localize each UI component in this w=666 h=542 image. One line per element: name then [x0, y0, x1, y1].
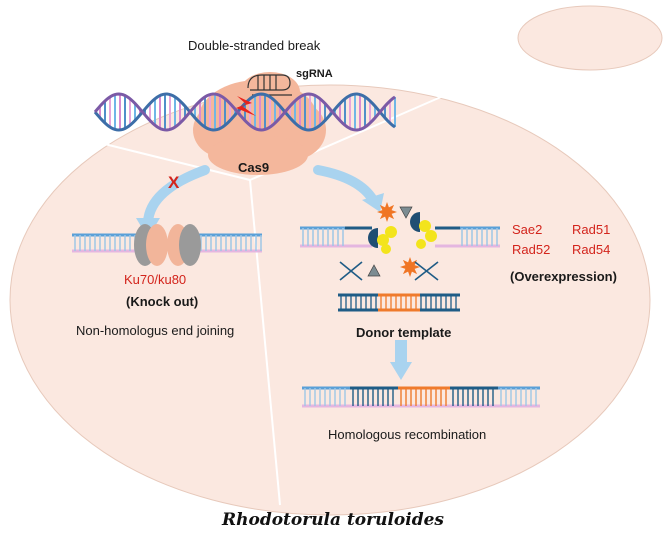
sgrna-structure — [247, 74, 292, 96]
arrow-donor-to-product-head — [390, 362, 412, 380]
sgrna-label: sgRNA — [296, 68, 333, 80]
factor-rad52: Rad52 — [512, 242, 551, 257]
donor-template-label: Donor template — [356, 325, 452, 340]
organism-caption: Rhodotorula toruloides — [222, 510, 444, 530]
helix-strand-a — [93, 92, 396, 132]
factor-rad54: Rad54 — [572, 242, 611, 257]
hr-proteins — [367, 206, 437, 277]
hr-product-dna — [302, 386, 540, 408]
arrow-to-hr-head — [362, 193, 384, 212]
yeast-cell — [9, 84, 651, 516]
overexpression-label: (Overexpression) — [510, 269, 617, 284]
helix-strand-b — [93, 92, 396, 132]
arrow-to-hr — [313, 165, 378, 205]
ku-complex — [134, 224, 201, 266]
factor-sae2: Sae2 — [512, 222, 543, 237]
donor-template-dna — [338, 293, 460, 312]
strand-invasion-cross — [339, 261, 439, 281]
dsb-title: Double-stranded break — [188, 38, 321, 53]
ku-label: Ku70/ku80 — [124, 272, 187, 287]
knockout-label: (Knock out) — [126, 294, 199, 309]
star-marker — [377, 202, 397, 222]
cas9-label: Cas9 — [238, 160, 270, 175]
break-lightning-icon — [236, 96, 256, 116]
divider-left — [39, 127, 251, 181]
factor-rad51: Rad51 — [572, 222, 611, 237]
nhej-pathway-label: Non-homologus end joining — [76, 323, 235, 338]
yeast-bud — [517, 5, 663, 71]
hr-pathway-label: Homologous recombination — [328, 427, 487, 442]
block-mark: X — [168, 173, 180, 192]
star-marker — [400, 257, 420, 277]
arrow-to-nhej — [143, 165, 210, 227]
hr-broken-dna — [300, 226, 500, 248]
dna-double-helix — [93, 92, 396, 132]
